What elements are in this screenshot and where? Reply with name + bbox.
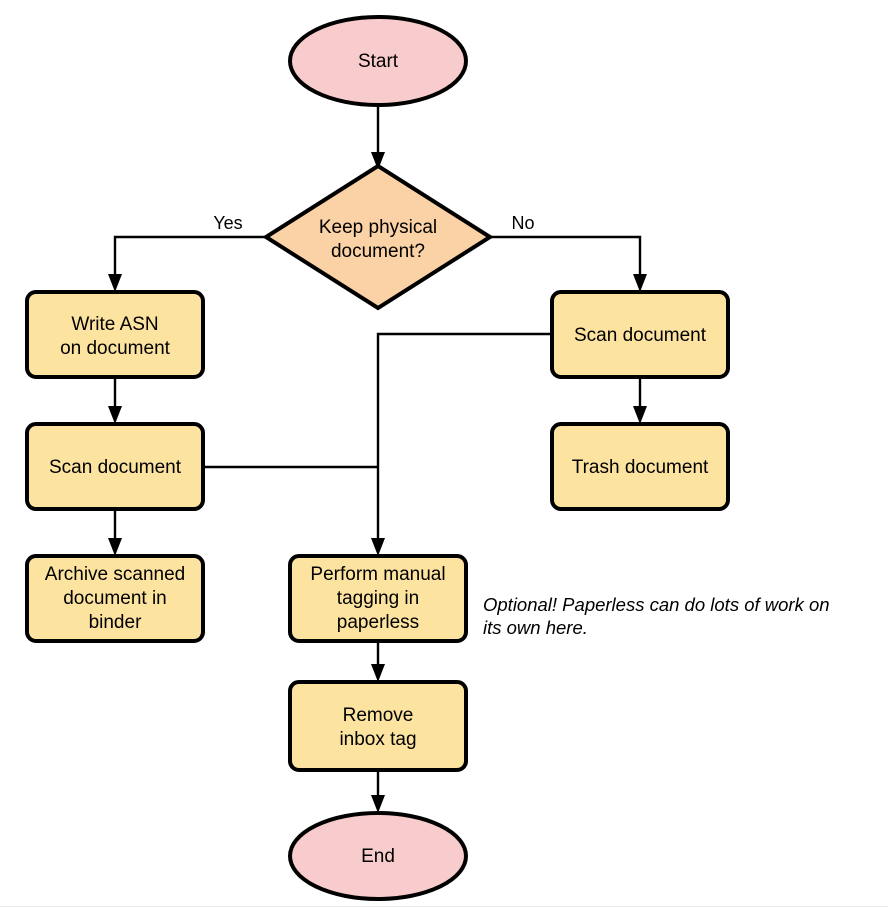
annotation-optional-note: Optional! Paperless can do lots of work … <box>483 594 830 638</box>
node-manual-tagging-label-line1: Perform manual <box>310 564 445 585</box>
node-decision-label-line1: Keep physical <box>319 217 437 238</box>
node-end[interactable]: End <box>288 811 468 901</box>
node-manual-tagging-label-line3: paperless <box>337 612 419 633</box>
node-scan-document-right[interactable]: Scan document <box>550 290 730 379</box>
node-decision-keep-physical-document[interactable]: Keep physical document? <box>262 163 494 311</box>
edge-decision-yes-to-write-asn <box>108 235 265 292</box>
node-trash-document-label: Trash document <box>572 457 709 478</box>
node-write-asn-label-line2: on document <box>60 338 171 359</box>
node-scan-document-right-label: Scan document <box>574 325 707 346</box>
edge-manual-tagging-to-remove-inbox <box>371 641 385 682</box>
node-scan-document-left-label: Scan document <box>49 457 182 478</box>
node-remove-inbox-tag[interactable]: Remove inbox tag <box>288 680 468 772</box>
edge-scan-right-to-trash <box>633 377 647 424</box>
node-start[interactable]: Start <box>288 15 468 107</box>
edge-label-yes: Yes <box>213 213 242 233</box>
annotation-note-line1: Optional! Paperless can do lots of work … <box>483 594 830 615</box>
node-perform-manual-tagging[interactable]: Perform manual tagging in paperless <box>288 554 468 643</box>
node-trash-document[interactable]: Trash document <box>550 422 730 511</box>
annotation-note-line2: its own here. <box>483 617 588 638</box>
node-archive-scanned-document[interactable]: Archive scanned document in binder <box>25 554 205 643</box>
node-end-label: End <box>361 846 395 867</box>
node-archive-label-line1: Archive scanned <box>45 564 185 585</box>
edge-scan-left-to-archive <box>108 509 122 556</box>
node-write-asn-label-line1: Write ASN <box>71 314 158 335</box>
edge-start-to-decision <box>371 107 385 170</box>
node-manual-tagging-label-line2: tagging in <box>337 588 419 609</box>
node-archive-label-line3: binder <box>89 612 142 633</box>
edge-write-asn-to-scan-left <box>108 377 122 424</box>
node-decision-label-line2: document? <box>331 241 425 262</box>
edge-remove-inbox-to-end <box>371 770 385 813</box>
node-write-asn[interactable]: Write ASN on document <box>25 290 205 379</box>
edge-decision-no-to-scan-right <box>491 235 647 292</box>
edge-label-no: No <box>511 213 534 233</box>
node-start-label: Start <box>358 51 399 72</box>
edge-scan-right-to-manual-tagging <box>371 332 552 556</box>
node-scan-document-left[interactable]: Scan document <box>25 422 205 511</box>
node-archive-label-line2: document in <box>63 588 167 609</box>
node-remove-inbox-label-line2: inbox tag <box>339 729 416 750</box>
node-remove-inbox-label-line1: Remove <box>343 705 414 726</box>
